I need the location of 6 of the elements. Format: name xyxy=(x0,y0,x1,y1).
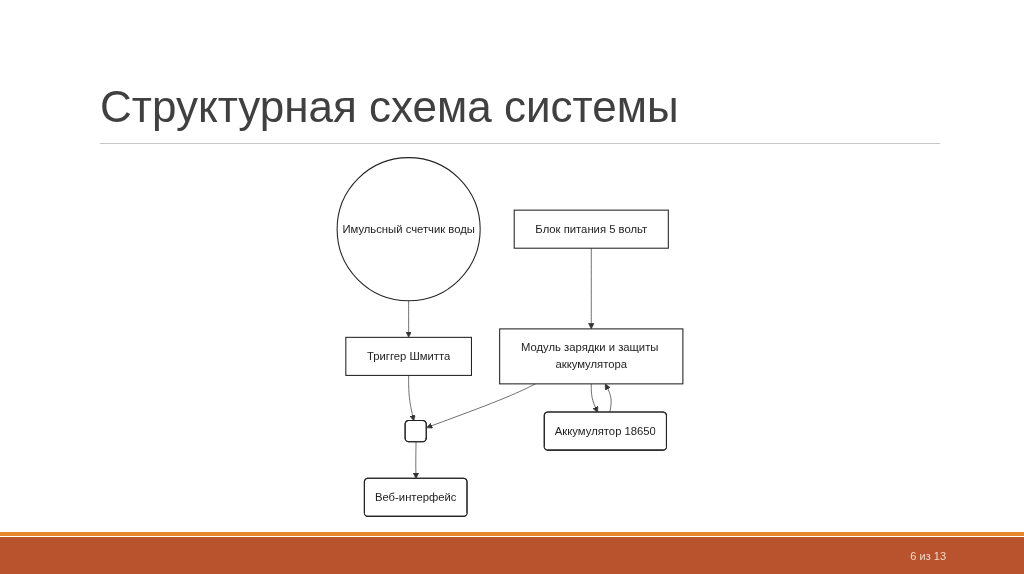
node-box: Триггер Шмитта xyxy=(345,336,472,376)
slide-title: Структурная схема системы xyxy=(100,82,679,132)
page-number: 6 из 13 xyxy=(910,550,946,562)
node-box: Блок питания 5 вольт xyxy=(513,209,669,249)
node-box: Модуль зарядки и защиты аккумулятора xyxy=(499,328,684,385)
node-circle: Имульсный счетчик воды xyxy=(336,157,481,302)
